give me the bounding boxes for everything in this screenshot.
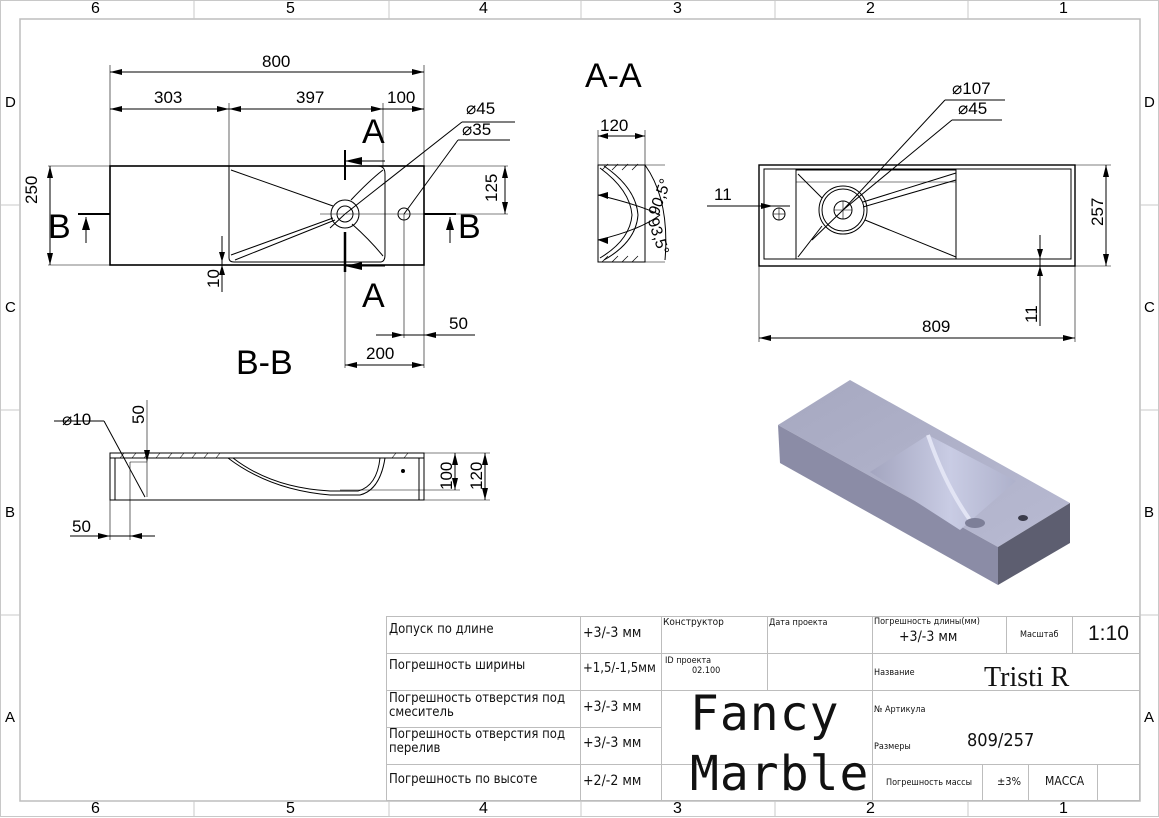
column-marker: 4 <box>479 0 488 17</box>
dim-overall-length: 800 <box>262 52 291 71</box>
column-marker: 1 <box>1059 800 1068 817</box>
mass-tolerance-label: Погрешность массы <box>886 778 972 788</box>
scale-label: Масштаб <box>1020 630 1059 640</box>
dim-basin-offset: 10 <box>204 269 223 288</box>
row-marker: A <box>1144 709 1155 726</box>
bottom-drain-outer: ⌀107 <box>952 79 991 98</box>
tolerance-label: Погрешность ширины <box>389 658 526 673</box>
top-view-drawing <box>47 65 515 368</box>
project-id-label: ID проекта <box>665 656 712 666</box>
row-marker: D <box>1144 94 1155 111</box>
section-aa-width: 120 <box>600 116 629 135</box>
section-label-b-left: B <box>48 208 71 246</box>
length-tolerance-label: Погрешность длины(мм) <box>874 617 980 627</box>
section-bb-drawing <box>54 400 490 540</box>
article-label: № Артикула <box>874 705 926 715</box>
section-label-b-right: B <box>458 208 481 246</box>
row-marker: C <box>5 299 16 316</box>
mass-tolerance-value: ±3% <box>997 775 1021 788</box>
tolerance-value: +2/-2 мм <box>583 773 642 789</box>
row-marker: B <box>5 504 16 521</box>
size-value: 809/257 <box>967 730 1035 751</box>
bottom-depth: 257 <box>1088 197 1107 226</box>
bottom-overflow-offset: 11 <box>714 185 732 204</box>
project-id-value: 02.100 <box>692 666 721 676</box>
section-aa-view: A-A 120 90,5° 93,5° <box>560 50 720 290</box>
designer-label: Конструктор <box>663 617 724 628</box>
brand-logo-line2: Marble <box>690 746 870 802</box>
tolerance-label: Погрешность по высоте <box>389 772 538 787</box>
tolerance-value: +3/-3 мм <box>583 625 642 641</box>
name-label: Название <box>874 668 915 678</box>
mass-label: МАССА <box>1045 774 1085 788</box>
bottom-wall-offset: 11 <box>1022 305 1041 323</box>
dim-basin-length: 397 <box>296 88 325 107</box>
row-marker: C <box>1144 299 1155 316</box>
product-name: Tristi R <box>984 662 1070 693</box>
bottom-drain-inner: ⌀45 <box>958 99 988 118</box>
isometric-render <box>770 375 1080 585</box>
column-marker: 1 <box>1059 0 1068 17</box>
tolerance-value: +3/-3 мм <box>583 699 642 715</box>
section-bb-inner-height: 100 <box>437 461 456 490</box>
sink-3d-model <box>778 380 1070 585</box>
tolerance-label: Погрешность отверстия под перелив <box>389 727 566 756</box>
section-bb-total-height: 120 <box>467 461 486 490</box>
section-bb-hole-height: 50 <box>129 405 148 424</box>
size-label: Размеры <box>874 742 911 752</box>
bottom-view-drawing <box>707 99 1111 342</box>
dim-hole-to-edge: 50 <box>449 314 468 333</box>
section-bb-hole-offset: 50 <box>72 517 91 536</box>
column-marker: 4 <box>479 800 488 817</box>
column-marker: 2 <box>866 800 875 817</box>
section-aa-drawing <box>597 130 667 263</box>
scale-value: 1:10 <box>1088 622 1129 645</box>
brand-logo-line1: Fancy <box>690 686 840 742</box>
row-marker: D <box>5 94 16 111</box>
tolerance-value: +3/-3 мм <box>583 735 642 751</box>
section-bb-view: B-B ⌀10 50 50 100 120 <box>40 340 510 550</box>
dim-drain-inner: ⌀35 <box>462 120 492 139</box>
column-marker: 3 <box>673 800 682 817</box>
column-marker: 3 <box>673 0 682 17</box>
dim-right-edge: 100 <box>387 88 416 107</box>
dim-left-shelf: 303 <box>154 88 183 107</box>
column-marker: 5 <box>286 800 295 817</box>
dim-half-depth: 125 <box>482 173 501 202</box>
column-marker: 6 <box>91 800 100 817</box>
section-label-a-top: A <box>362 113 385 151</box>
column-marker: 2 <box>866 0 875 17</box>
section-aa-title: A-A <box>585 57 642 95</box>
column-marker: 6 <box>91 0 100 17</box>
bottom-length: 809 <box>922 317 951 336</box>
bottom-view: ⌀107 ⌀45 11 257 11 809 <box>700 70 1140 360</box>
tolerance-value: +1,5/-1,5мм <box>583 661 656 676</box>
tolerance-label: Погрешность отверстия под смеситель <box>389 691 566 720</box>
dim-drain-outer: ⌀45 <box>466 99 496 118</box>
column-marker: 5 <box>286 0 295 17</box>
project-date-label: Дата проекта <box>769 618 828 628</box>
dim-depth: 250 <box>22 175 41 204</box>
section-label-a-bottom: A <box>362 277 385 315</box>
dim-mixer-to-edge: 200 <box>366 344 395 363</box>
section-bb-hole: ⌀10 <box>62 410 92 429</box>
length-tolerance-value: +3/-3 мм <box>899 629 958 645</box>
section-bb-title: B-B <box>236 344 293 382</box>
row-marker: A <box>5 709 16 726</box>
tolerance-label: Допуск по длине <box>389 622 494 637</box>
top-view: 800 303 397 100 250 125 10 50 200 ⌀45 ⌀3… <box>0 0 560 380</box>
title-block: Допуск по длине +3/-3 мм Погрешность шир… <box>386 616 1140 802</box>
row-marker: B <box>1144 504 1155 521</box>
